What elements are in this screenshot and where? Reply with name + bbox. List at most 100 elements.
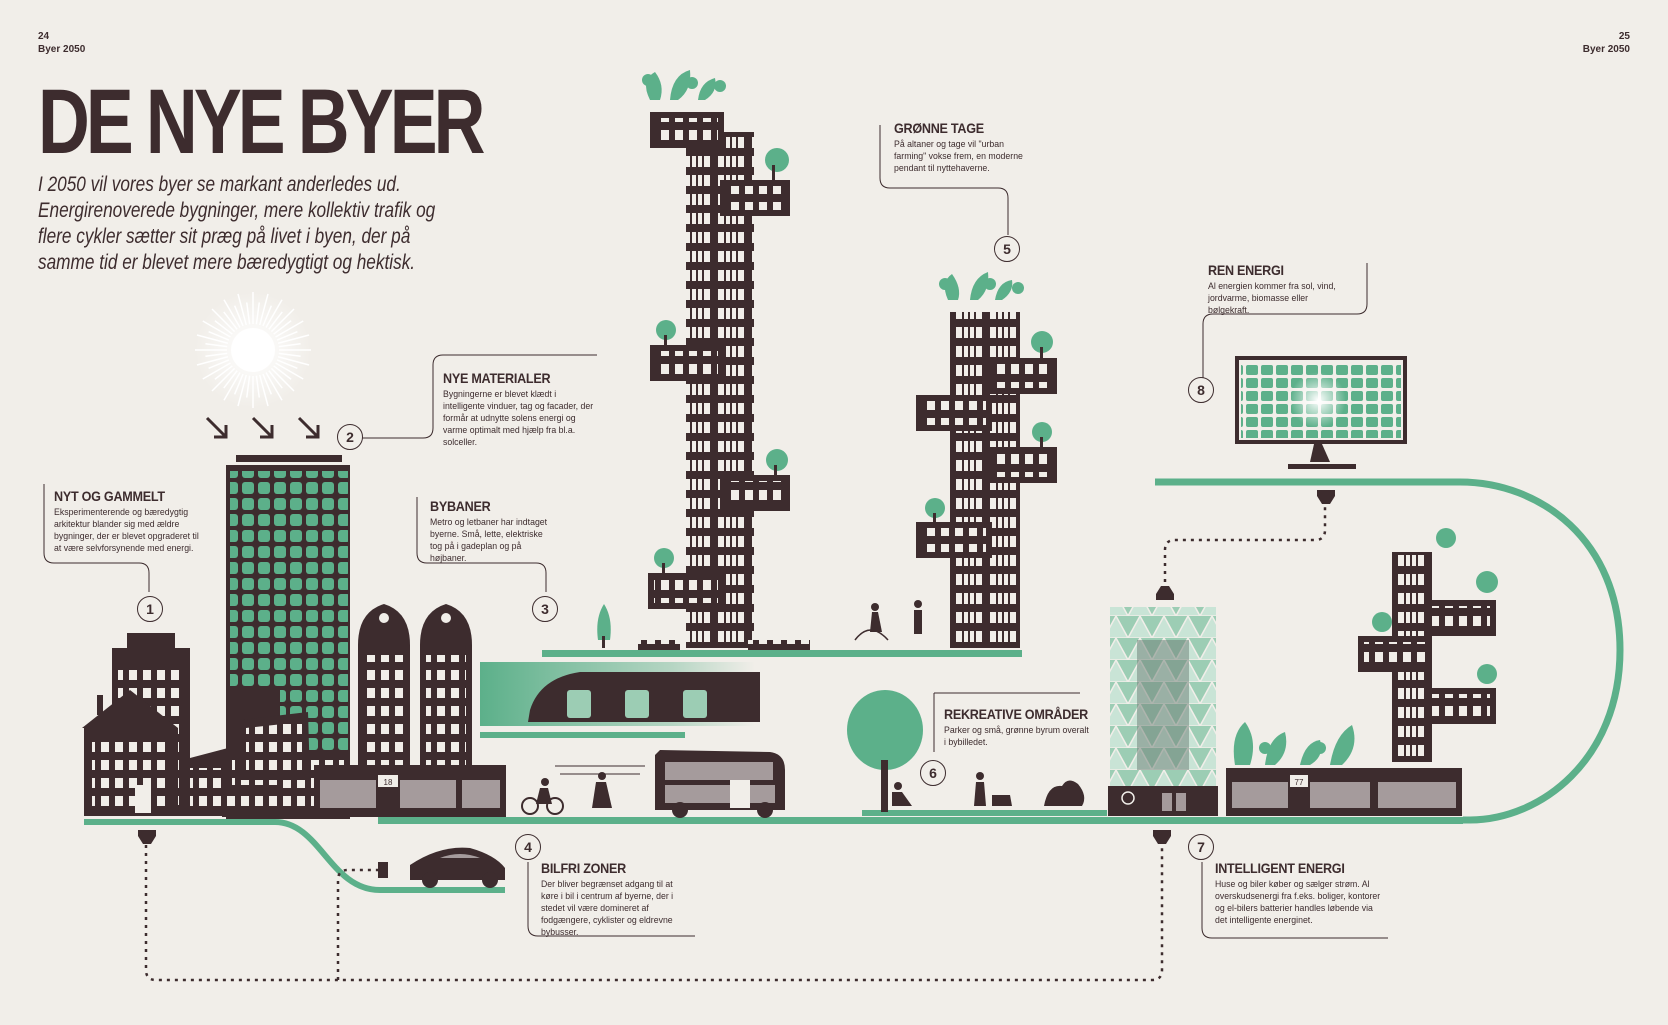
vertical-garden-tower xyxy=(638,70,810,650)
marker-5: 5 xyxy=(994,236,1020,262)
sun-ray xyxy=(214,365,233,380)
electric-car xyxy=(410,847,505,888)
light-rail xyxy=(480,662,760,726)
sun-ray xyxy=(262,373,273,395)
rooftop-plants-2 xyxy=(939,272,1024,300)
callout-title: BYBANER xyxy=(430,498,491,514)
sun-ray xyxy=(233,305,244,327)
callout-title: GRØNNE TAGE xyxy=(894,120,984,136)
marker-3: 3 xyxy=(532,596,558,622)
right-page-number: 25 xyxy=(1618,31,1630,42)
marker-8: 8 xyxy=(1188,377,1214,403)
sun-ray xyxy=(273,320,292,335)
left-page-number: 24 xyxy=(38,31,50,42)
shop-number-left: 18 xyxy=(384,778,393,787)
left-section-name: Byer 2050 xyxy=(38,44,86,55)
sun-ray xyxy=(277,334,310,344)
sun-ray xyxy=(211,308,236,333)
sun-ray xyxy=(275,362,304,380)
marker-7: 7 xyxy=(1188,834,1214,860)
sun-arrows xyxy=(205,416,320,439)
sun-ray xyxy=(233,373,244,395)
ground-lines xyxy=(84,478,1624,893)
callout-text: Metro og letbaner har indtaget byerne. S… xyxy=(430,517,548,564)
sun-ray xyxy=(265,299,283,328)
callout-title: BILFRI ZONER xyxy=(541,860,626,876)
sun-ray xyxy=(205,352,228,358)
right-garden-tower: 77 xyxy=(1226,528,1498,816)
sun-ray xyxy=(268,370,283,389)
cyclist-icon xyxy=(521,778,564,815)
second-garden-tower xyxy=(916,272,1057,648)
sun-ray xyxy=(202,362,231,380)
sun-ray xyxy=(223,370,238,389)
right-section-name: Byer 2050 xyxy=(1582,44,1630,55)
sun-ray xyxy=(275,320,304,338)
pedestrians-platform xyxy=(854,600,922,641)
sun-ray xyxy=(255,302,261,325)
sun-ray xyxy=(278,352,301,358)
sun-ray xyxy=(268,311,283,330)
sun-ray xyxy=(223,311,238,330)
callout-gronne-tage: GRØNNE TAGE På altaner og tage vil "urba… xyxy=(894,120,1044,175)
gable-houses: 18 xyxy=(314,604,506,817)
marker-2: 2 xyxy=(337,424,363,450)
right-page-header: 25 Byer 2050 xyxy=(1583,30,1630,56)
ground-plants xyxy=(1233,722,1355,765)
marker-4: 4 xyxy=(515,834,541,860)
callout-leaders xyxy=(43,125,1388,939)
callout-text: Der bliver begrænset adgang til at køre … xyxy=(541,879,674,938)
callout-nye-materialer: NYE MATERIALER Bygningerne er blevet klæ… xyxy=(443,370,608,449)
sun-ray xyxy=(278,342,301,348)
sun-ray xyxy=(196,334,229,344)
skater-icon xyxy=(555,765,645,808)
sun-ray xyxy=(276,330,298,341)
callout-ren-energi: REN ENERGI Al energien kommer fra sol, v… xyxy=(1208,262,1358,317)
sun-ray xyxy=(208,359,230,370)
sun-ray xyxy=(245,302,251,325)
sun-ray xyxy=(211,367,236,392)
solar-tower xyxy=(222,455,350,819)
sun-ray xyxy=(270,367,295,392)
callout-text: Al energien kommer fra sol, vind, jordva… xyxy=(1208,281,1336,316)
old-buildings xyxy=(82,633,230,816)
page-title: DE NYE BYER xyxy=(38,71,485,173)
sun-ray xyxy=(259,293,269,326)
sun-ray xyxy=(208,330,230,341)
energy-network xyxy=(144,505,1327,982)
callout-text: Parker og små, grønne byrum overalt i by… xyxy=(944,725,1089,748)
intro-text: I 2050 vil vores byer se markant anderle… xyxy=(38,173,436,274)
sun-ray xyxy=(245,375,251,398)
electric-bus xyxy=(655,750,785,818)
park xyxy=(847,690,1107,816)
callout-title: NYT OG GAMMELT xyxy=(54,488,165,504)
callout-rekreative-omrader: REKREATIVE OMRÅDER Parker og små, grønne… xyxy=(944,706,1104,749)
sun-ray xyxy=(223,299,241,328)
callout-text: Huse og biler køber og sælger strøm. Al … xyxy=(1215,879,1381,926)
sun-ray xyxy=(259,374,269,407)
small-tree xyxy=(597,604,611,648)
sun-ray xyxy=(270,308,295,333)
callout-intelligent-energi: INTELLIGENT ENERGI Huse og biler køber o… xyxy=(1215,860,1395,927)
callout-title: INTELLIGENT ENERGI xyxy=(1215,860,1345,876)
solar-panel-screen xyxy=(1235,356,1407,469)
sun-icon xyxy=(195,292,311,408)
marker-1: 1 xyxy=(137,596,163,622)
sun-ray xyxy=(205,342,228,348)
sun-ray xyxy=(255,375,261,398)
sun-ray xyxy=(202,320,231,338)
left-page-header: 24 Byer 2050 xyxy=(38,30,85,56)
marker-6: 6 xyxy=(920,760,946,786)
rooftop-plants-1 xyxy=(642,70,726,100)
sun-ray xyxy=(237,374,247,407)
sun-ray xyxy=(276,359,298,370)
sun-ray xyxy=(196,356,229,366)
callout-nyt-og-gammelt: NYT OG GAMMELT Eksperimenterende og bære… xyxy=(54,488,214,555)
sun-ray xyxy=(277,356,310,366)
sun-ray xyxy=(237,293,247,326)
callout-text: På altaner og tage vil "urban farming" v… xyxy=(894,139,1023,174)
callout-text: Eksperimenterende og bæredygtig arkitekt… xyxy=(54,507,199,554)
callout-bilfri-zoner: BILFRI ZONER Der bliver begrænset adgang… xyxy=(541,860,701,939)
sun-ray xyxy=(223,372,241,401)
